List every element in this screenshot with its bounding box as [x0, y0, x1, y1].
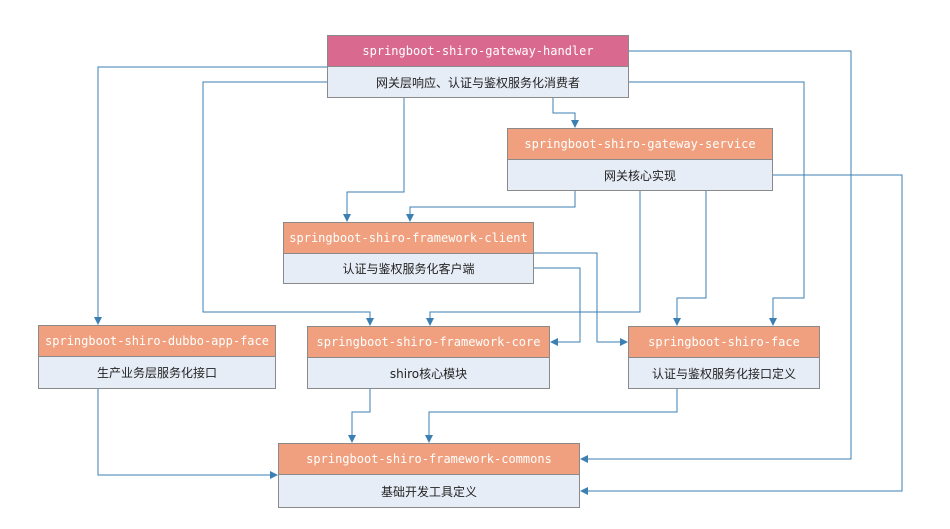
node-framework-commons: springboot-shiro-framework-commons 基础开发工…	[278, 443, 580, 508]
edge-service-to-commons	[580, 174, 903, 495]
node-shiro-face-title: springboot-shiro-face	[629, 327, 819, 357]
node-framework-commons-desc: 基础开发工具定义	[279, 474, 579, 507]
edge-handler-to-commons	[580, 50, 852, 463]
node-gateway-handler-desc: 网关层响应、认证与鉴权服务化消费者	[328, 66, 628, 97]
node-shiro-face-desc: 认证与鉴权服务化接口定义	[629, 357, 819, 388]
node-dubbo-app-face-title: springboot-shiro-dubbo-app-face	[39, 326, 275, 356]
edge-client-to-core	[534, 267, 581, 346]
node-gateway-service: springboot-shiro-gateway-service 网关核心实现	[507, 128, 773, 191]
edge-dubbo-to-commons	[97, 389, 278, 479]
node-gateway-handler: springboot-shiro-gateway-handler 网关层响应、认…	[327, 35, 629, 98]
edge-face-to-commons	[425, 389, 678, 443]
node-gateway-service-desc: 网关核心实现	[508, 159, 772, 190]
node-framework-client: springboot-shiro-framework-client 认证与鉴权服…	[283, 222, 534, 284]
node-gateway-handler-title: springboot-shiro-gateway-handler	[328, 36, 628, 66]
edge-service-to-core	[426, 191, 641, 326]
edge-core-to-commons	[348, 389, 371, 443]
node-shiro-face: springboot-shiro-face 认证与鉴权服务化接口定义	[628, 326, 820, 389]
edge-handler-to-dubbo	[94, 66, 327, 325]
node-dubbo-app-face-desc: 生产业务层服务化接口	[39, 356, 275, 388]
node-framework-commons-title: springboot-shiro-framework-commons	[279, 444, 579, 474]
edge-handler-to-service	[552, 98, 579, 128]
edge-handler-to-client	[343, 98, 405, 222]
edge-handler-to-face	[629, 81, 805, 326]
edge-client-to-face	[534, 252, 628, 346]
node-dubbo-app-face: springboot-shiro-dubbo-app-face 生产业务层服务化…	[38, 325, 276, 389]
node-framework-client-title: springboot-shiro-framework-client	[284, 223, 533, 253]
node-framework-core-title: springboot-shiro-framework-core	[308, 327, 549, 357]
edge-service-to-client	[406, 191, 576, 222]
node-framework-client-desc: 认证与鉴权服务化客户端	[284, 253, 533, 283]
edge-handler-to-core	[202, 81, 374, 326]
node-framework-core: springboot-shiro-framework-core shiro核心模…	[307, 326, 550, 389]
node-gateway-service-title: springboot-shiro-gateway-service	[508, 129, 772, 159]
node-framework-core-desc: shiro核心模块	[308, 357, 549, 388]
edge-service-to-face	[673, 191, 707, 326]
